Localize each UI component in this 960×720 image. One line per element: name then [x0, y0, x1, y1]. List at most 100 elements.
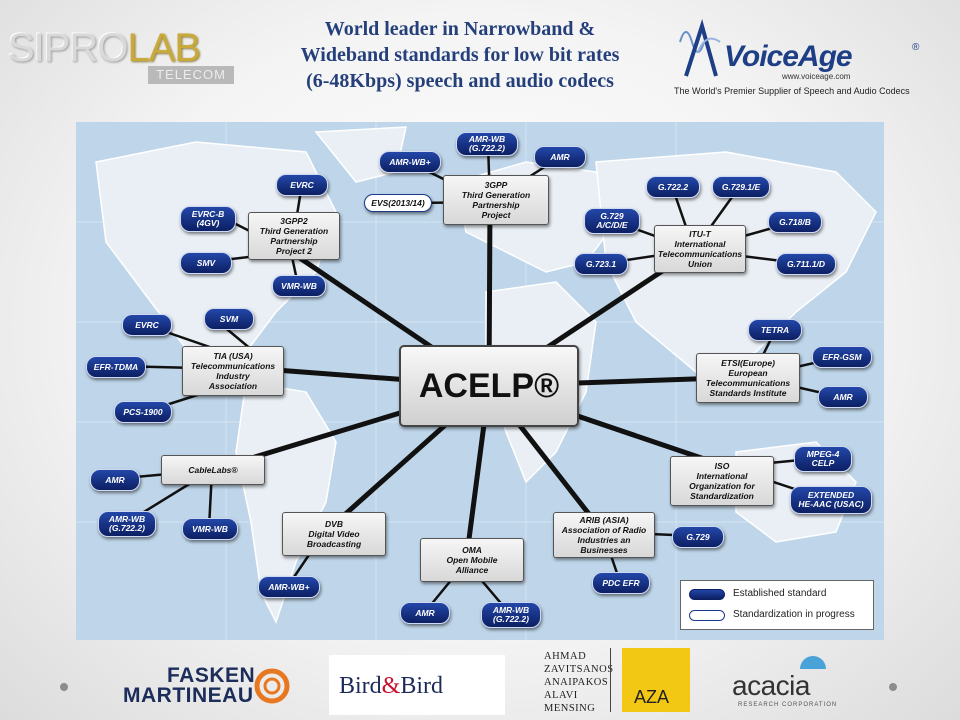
node-3gpp-line: Partnership	[472, 200, 520, 210]
pill-amr-wb-plus-dvb: AMR-WB+	[258, 576, 320, 598]
acacia-name: acacia	[732, 670, 810, 701]
pill-text: TETRA	[760, 324, 790, 335]
pill-he-aac-usac: EXTENDED HE-AAC (USAC)	[790, 486, 872, 514]
pill-text: PDC EFR	[602, 577, 640, 588]
node-iso: ISO International Organization for Stand…	[670, 456, 774, 506]
pill-efr-tdma: EFR-TDMA	[86, 356, 146, 378]
pill-text: PCS-1900	[123, 406, 163, 417]
pill-amr-cablelabs: AMR	[90, 469, 140, 491]
pill-efr-gsm: EFR-GSM	[812, 346, 872, 368]
pill-vmr-wb-cablelabs: VMR-WB	[182, 518, 238, 540]
aza-square: AZA	[622, 648, 690, 712]
pill-text: HE-AAC (USAC)	[798, 499, 864, 509]
node-tia-line: Association	[208, 381, 258, 391]
pill-amr-wb-oma: AMR-WB (G.722.2)	[481, 602, 541, 628]
node-oma-line: Open Mobile	[446, 555, 498, 565]
node-dvb-line: Broadcasting	[306, 539, 362, 549]
pill-text: EVRC	[135, 319, 159, 330]
pill-g729-acde: G.729 A/C/D/E	[584, 208, 640, 234]
voiceage-logo: VoiceAge ® www.voiceage.com The World's …	[672, 10, 932, 100]
pill-evrc-b: EVRC-B (4GV)	[180, 206, 236, 232]
pill-amr-wb-plus-3gpp: AMR-WB+	[379, 151, 441, 173]
pill-text: G.722.2	[657, 181, 689, 192]
pill-text: EFR-TDMA	[93, 361, 139, 372]
acacia-sub: RESEARCH CORPORATION	[738, 702, 838, 708]
node-arib-line: Industries an	[577, 535, 631, 545]
pill-text: EVRC-B	[191, 209, 225, 219]
node-3gpp-line: Third Generation	[461, 190, 531, 200]
legend-in-progress-label: Standardization in progress	[733, 609, 855, 620]
martineau-text: MARTINEAU	[123, 684, 254, 707]
node-iso-line: International	[696, 471, 748, 481]
pill-evrc-3gpp2: EVRC	[276, 174, 328, 196]
pill-text: EVS(2013/14)	[371, 197, 425, 208]
pill-text: G.723.1	[585, 258, 617, 269]
node-tia-line: TIA (USA)	[213, 351, 253, 361]
pill-text: G.718/B	[779, 216, 811, 227]
node-dvb: DVB Digital Video Broadcasting	[282, 512, 386, 556]
pill-amr-etsi: AMR	[818, 386, 868, 408]
pill-text: CELP	[811, 458, 835, 468]
aza-name: AHMAD	[544, 651, 587, 662]
pill-text: EVRC	[290, 179, 314, 190]
node-iso-line: Standardization	[690, 491, 754, 501]
node-3gpp2-line: Partnership	[270, 236, 318, 246]
node-etsi-line: ETSI(Europe)	[721, 358, 775, 368]
node-3gpp: 3GPP Third Generation Partnership Projec…	[443, 175, 549, 225]
pill-text: G.711.1/D	[786, 258, 826, 269]
node-arib-line: Association of Radio	[561, 525, 647, 535]
acelp-standards-diagram: ACELP® 3GPP Third Generation Partnership…	[76, 122, 884, 640]
pill-g711-1: G.711.1/D	[776, 253, 836, 275]
node-3gpp2-line: Third Generation	[259, 226, 329, 236]
pill-text: (G.722.2)	[109, 523, 145, 533]
pill-text: AMR	[833, 391, 853, 402]
aza-name: ALAVI	[544, 690, 578, 701]
aza-name: ANAIPAKOS	[544, 677, 609, 688]
diagram-legend: Established standard Standardization in …	[680, 580, 874, 630]
node-arib: ARIB (ASIA) Association of Radio Industr…	[553, 512, 655, 558]
bird-text: Bird	[339, 673, 382, 699]
pill-text: MPEG-4	[806, 449, 840, 459]
node-3gpp2-line: Project 2	[276, 246, 312, 256]
node-etsi-line: Telecommunications	[705, 378, 791, 388]
pill-g722-2-itu: G.722.2	[646, 176, 700, 198]
voiceage-name: VoiceAge	[724, 40, 853, 73]
voiceage-tagline: The World's Premier Supplier of Speech a…	[674, 86, 910, 96]
siprolab-logo-sub: TELECOM	[148, 66, 234, 84]
fasken-ring-icon	[254, 668, 290, 704]
aza-divider	[610, 648, 611, 712]
pill-text: VMR-WB	[192, 523, 228, 534]
node-itu-t: ITU-T International Telecommunications U…	[654, 225, 746, 273]
pill-text: VMR-WB	[281, 280, 317, 291]
node-itu-t-line: ITU-T	[689, 229, 711, 239]
footer-dot-right	[889, 683, 897, 691]
pill-amr-3gpp: AMR	[534, 146, 586, 168]
aza-name: MENSING	[544, 703, 596, 714]
node-iso-line: Organization for	[689, 481, 755, 491]
node-itu-t-line: Telecommunications	[657, 249, 743, 259]
pill-g723-1: G.723.1	[574, 253, 628, 275]
pill-text: G.729.1/E	[721, 181, 761, 192]
node-3gpp-line: Project	[481, 210, 511, 220]
pill-g729-1: G.729.1/E	[712, 176, 770, 198]
pill-g729-arib: G.729	[672, 526, 724, 548]
pill-text: AMR	[415, 607, 435, 618]
bird-and-bird-logo: Bird&Bird	[329, 655, 505, 715]
voiceage-url: www.voiceage.com	[782, 72, 851, 81]
node-tia-line: Industry	[216, 371, 250, 381]
pill-text: G.729	[686, 531, 710, 542]
pill-pdc-efr: PDC EFR	[592, 572, 650, 594]
headline-line-3: (6-48Kbps) speech and audio codecs	[306, 70, 614, 92]
pill-text: (4GV)	[196, 218, 220, 228]
pill-text: AMR	[550, 151, 570, 162]
footer-dot-left	[60, 683, 68, 691]
pill-evs: EVS(2013/14)	[364, 194, 432, 212]
pill-g718: G.718/B	[768, 211, 822, 233]
node-arib-line: Businesses	[580, 545, 628, 555]
pill-mpeg4-celp: MPEG-4 CELP	[794, 446, 852, 472]
pill-text: AMR-WB+	[389, 156, 431, 167]
node-itu-t-line: International	[674, 239, 726, 249]
node-cablelabs-line: CableLabs®	[188, 465, 238, 475]
aza-logo: AHMAD ZAVITSANOS ANAIPAKOS ALAVI MENSING…	[530, 646, 690, 714]
legend-established-label: Established standard	[733, 588, 827, 599]
